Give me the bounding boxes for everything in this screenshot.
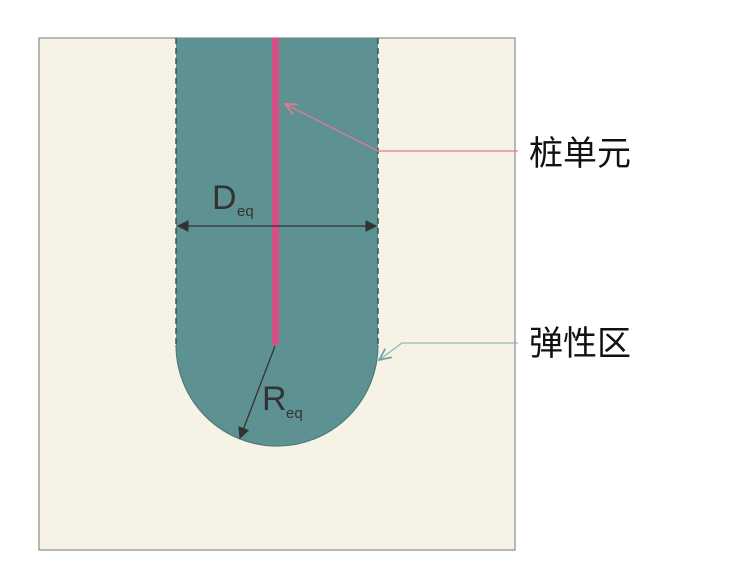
pile-element bbox=[272, 38, 279, 345]
radius-subscript: eq bbox=[286, 405, 303, 422]
diameter-subscript: eq bbox=[237, 203, 254, 220]
pile-element-leader-line bbox=[285, 104, 518, 152]
elastic-zone-leader-line bbox=[379, 342, 518, 360]
elastic-zone-label: 弹性区 bbox=[529, 324, 631, 364]
elastic-zone-bottom-boundary bbox=[175, 344, 379, 447]
pile-element-label: 桩单元 bbox=[529, 134, 631, 174]
radius-label: R bbox=[262, 380, 287, 418]
diameter-label: D bbox=[212, 179, 237, 217]
radius-dimension-line bbox=[238, 345, 276, 440]
